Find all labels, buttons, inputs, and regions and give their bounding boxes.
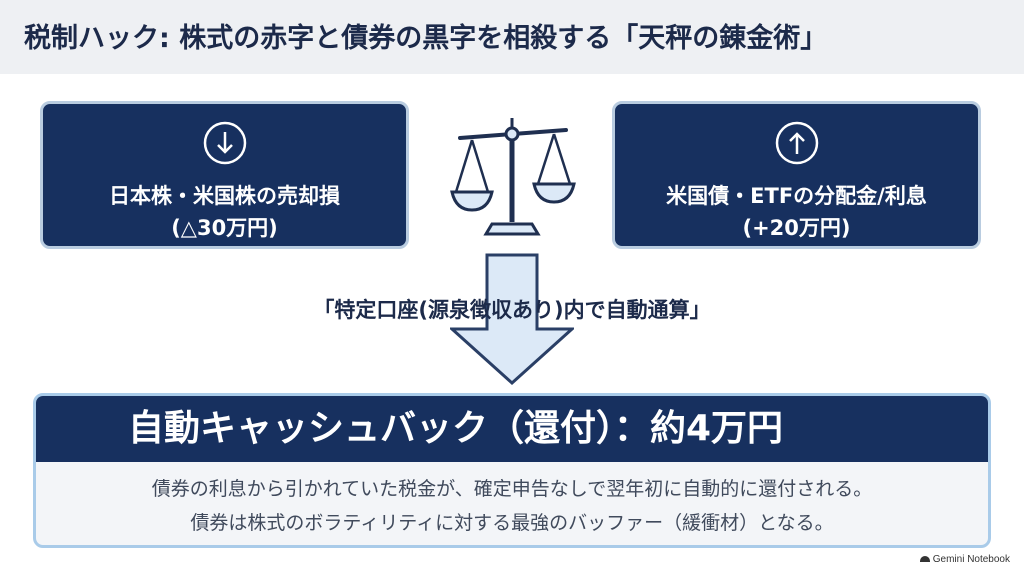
gain-amount: (+20万円) <box>742 216 851 240</box>
loss-amount: (△30万円) <box>171 216 278 240</box>
arrow-up-circle-icon <box>775 121 818 165</box>
result-line-2: 債券は株式のボラティリティに対する最強のバッファー（緩衝材）となる。 <box>190 512 834 534</box>
loss-label: 日本株・米国株の売却損 <box>109 184 340 208</box>
gain-label: 米国債・ETFの分配金/利息 <box>666 184 927 208</box>
loss-card: 日本株・米国株の売却損 (△30万円) <box>40 101 409 249</box>
slide-title: 税制ハック: 株式の赤字と債券の黒字を相殺する「天秤の錬金術」 <box>24 23 828 54</box>
down-arrow-icon <box>450 253 574 385</box>
gain-card: 米国債・ETFの分配金/利息 (+20万円) <box>612 101 981 249</box>
flow-caption: 「特定口座(源泉徴収あり)内で自動通算」 <box>313 298 711 322</box>
title-bar: 税制ハック: 株式の赤字と債券の黒字を相殺する「天秤の錬金術」 <box>0 0 1024 74</box>
balance-scale-icon <box>450 118 576 236</box>
brand-text: Gemini Notebook <box>932 554 1010 565</box>
brand-logo-icon <box>919 556 930 562</box>
result-panel: 自動キャッシュバック（還付）：約4万円 債券の利息から引かれていた税金が、確定申… <box>33 393 991 548</box>
result-heading: 自動キャッシュバック（還付）：約4万円 <box>36 396 988 462</box>
arrow-down-circle-icon <box>203 121 246 165</box>
brand-label: Gemini Notebook <box>919 554 1010 565</box>
result-line-1: 債券の利息から引かれていた税金が、確定申告なしで翌年初に自動的に還付される。 <box>151 478 873 500</box>
